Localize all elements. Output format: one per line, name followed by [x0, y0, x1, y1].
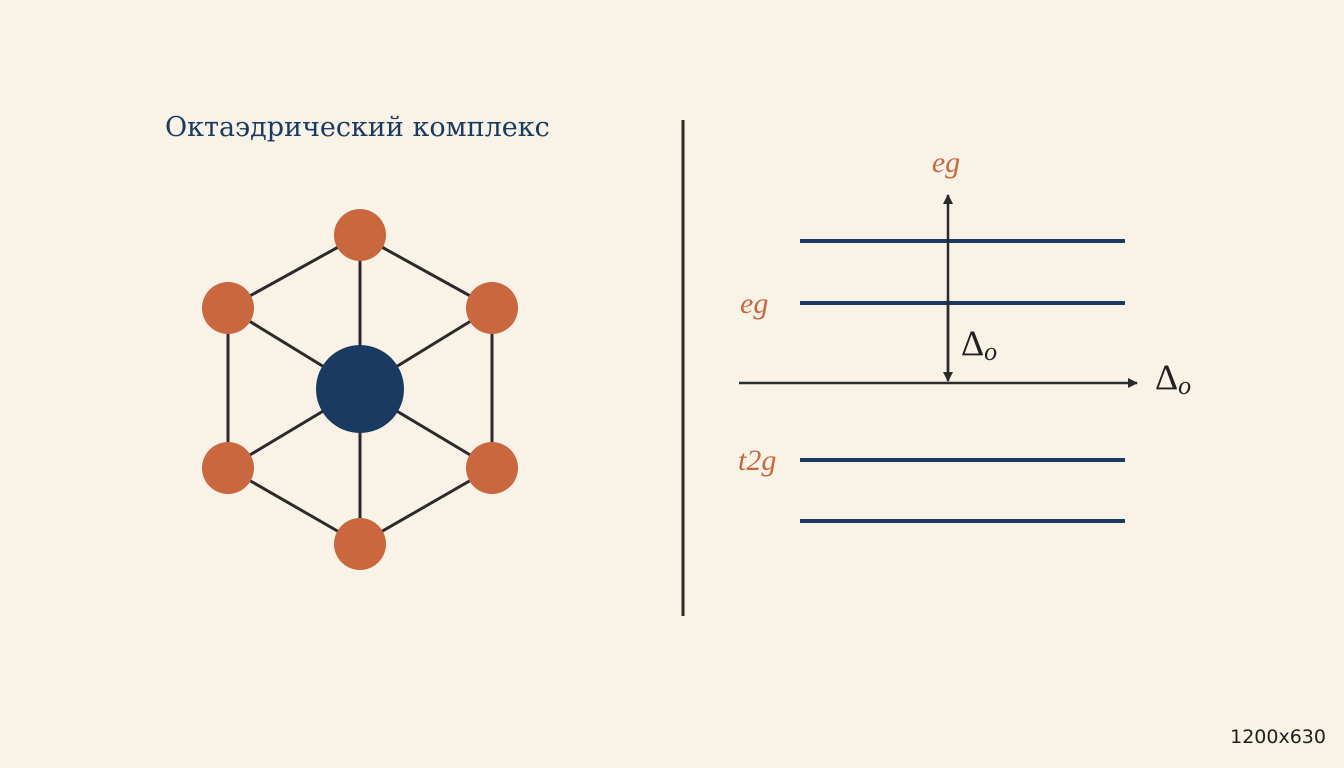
arrow-delta-subscript: o	[984, 337, 997, 366]
eg-label: eg	[740, 287, 768, 320]
energy-diagram: eg eg t2g Δo Δo	[738, 146, 1191, 523]
ligand-lower-right	[466, 442, 518, 494]
arrow-delta-symbol: Δ	[961, 323, 984, 363]
t2g-label: t2g	[738, 444, 776, 477]
axis-delta-subscript: o	[1178, 371, 1191, 400]
arrow-delta-label: Δo	[961, 323, 997, 366]
complex-title: Октаэдрический комплекс	[165, 112, 550, 143]
ligand-bottom	[334, 518, 386, 570]
top-eg-label: eg	[932, 146, 960, 179]
octahedral-complex	[202, 209, 518, 570]
ligand-upper-left	[202, 282, 254, 334]
ligand-top	[334, 209, 386, 261]
size-note: 1200x630	[1230, 726, 1326, 748]
metal-center	[316, 345, 404, 433]
ligand-lower-left	[202, 442, 254, 494]
axis-delta-symbol: Δ	[1155, 357, 1178, 397]
axis-delta-label: Δo	[1155, 357, 1191, 400]
ligand-upper-right	[466, 282, 518, 334]
